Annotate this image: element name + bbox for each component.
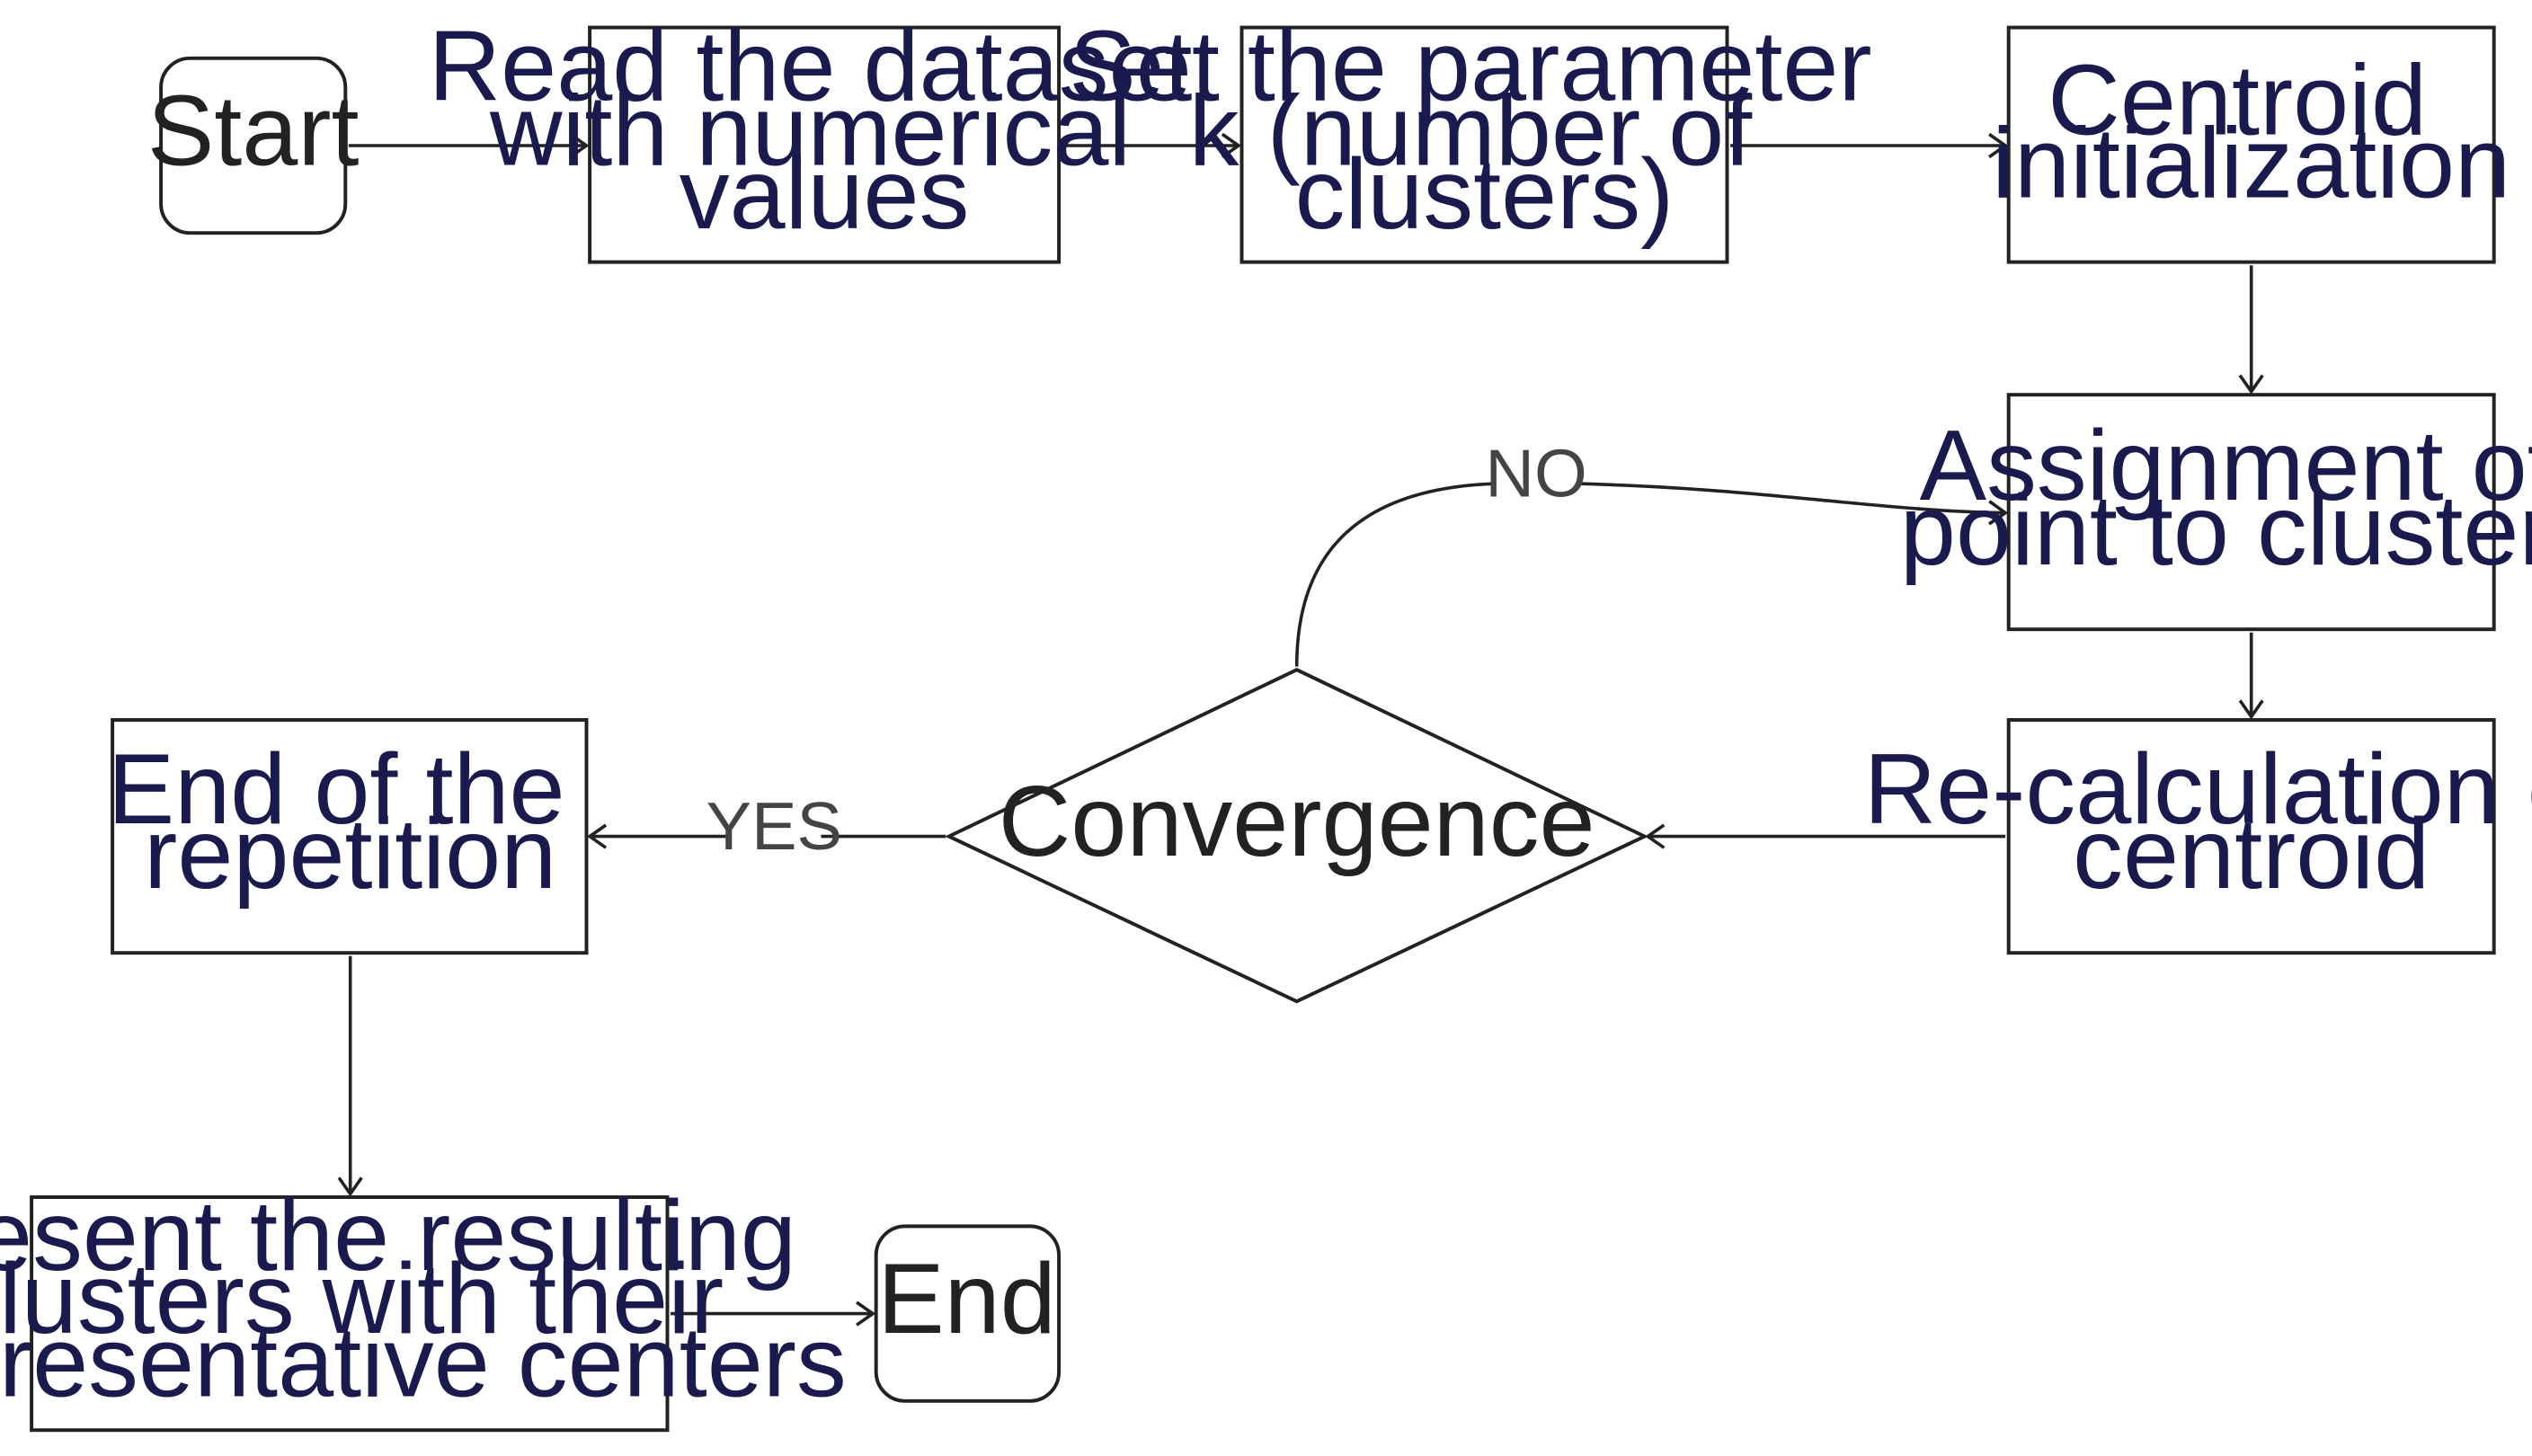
start-label: Start xyxy=(147,75,360,187)
set-k-line: clusters) xyxy=(1295,138,1675,250)
read-dataset-line: with numerical xyxy=(489,75,1131,187)
assignment-line: Assignment of xyxy=(1920,409,2532,521)
end-repetition-label: End of the repetition xyxy=(108,732,593,910)
read-dataset-box xyxy=(588,25,1062,264)
assignment-label: Assignment of point to clusters xyxy=(1900,409,2532,586)
arrow-no-loop-right xyxy=(1579,482,2005,512)
assignment-line: point to clusters xyxy=(1900,474,2532,586)
convergence-label: Convergence xyxy=(999,765,1595,877)
read-dataset-line: Read the dataset xyxy=(429,10,1193,122)
centroid-init-line: Centroid xyxy=(2048,43,2427,155)
centroid-init-box xyxy=(2006,25,2496,264)
recalculation-line: centroid xyxy=(2073,797,2430,910)
read-dataset-line: values xyxy=(680,138,970,250)
set-k-label: Set the parameter k (number of clusters) xyxy=(1069,10,1899,250)
recalculation-label: Re-calculation of centroid xyxy=(1864,732,2532,910)
present-results-line: Present the resulting xyxy=(0,1179,796,1292)
end-repetition-box xyxy=(111,718,589,955)
arrow-no-loop-left xyxy=(1294,482,1495,667)
set-k-line: k (number of xyxy=(1189,75,1753,187)
set-k-box xyxy=(1239,25,1729,264)
centroid-init-label: Centroid initialization xyxy=(1992,43,2510,218)
end-label: End xyxy=(877,1242,1056,1354)
recalculation-line: Re-calculation of xyxy=(1864,732,2532,845)
assignment-box xyxy=(2006,393,2496,632)
centroid-init-line: initialization xyxy=(1992,107,2510,219)
convergence-diamond xyxy=(945,668,1649,1004)
end-repetition-line: End of the xyxy=(108,732,565,845)
present-results-label: Present the resulting clusters with thei… xyxy=(0,1179,847,1417)
end-repetition-line: repetition xyxy=(144,797,556,910)
end-terminal xyxy=(874,1224,1062,1403)
yes-edge-label: YES xyxy=(706,789,842,865)
read-dataset-label: Read the dataset with numerical values xyxy=(429,10,1221,250)
present-results-box xyxy=(30,1195,670,1433)
start-terminal xyxy=(159,56,348,235)
recalculation-box xyxy=(2006,718,2496,955)
present-results-line: clusters with their xyxy=(0,1242,724,1354)
set-k-line: Set the parameter xyxy=(1069,10,1871,122)
no-edge-label: NO xyxy=(1485,437,1586,512)
present-results-line: representative centers xyxy=(0,1305,847,1417)
